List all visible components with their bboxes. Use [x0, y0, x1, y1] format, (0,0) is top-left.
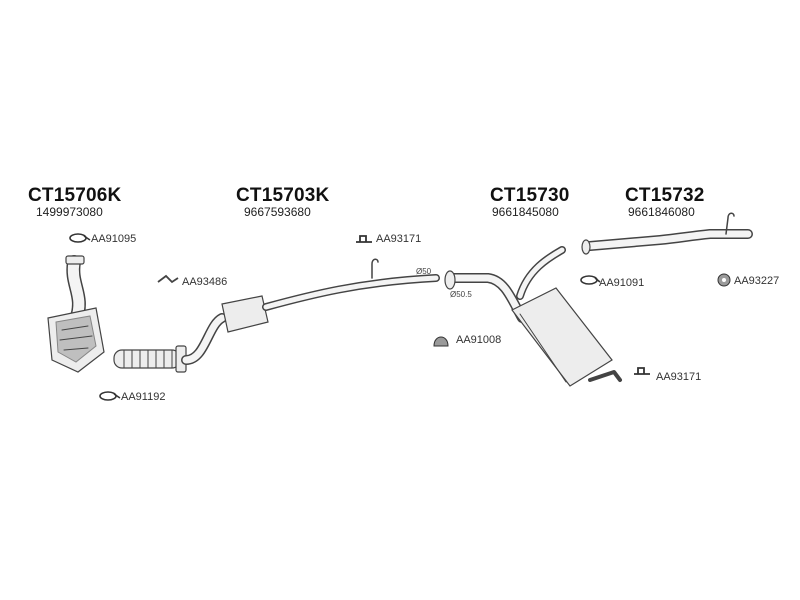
- clamp-icon: [69, 233, 91, 243]
- gasket-icon: [433, 336, 449, 347]
- hanger-icon: [634, 367, 650, 375]
- flex-pipe: [113, 345, 187, 373]
- middle-pipe: [181, 258, 440, 365]
- rear-muffler: [444, 246, 622, 387]
- bracket-icon: [157, 274, 179, 284]
- part-aa91095: AA91095: [91, 233, 137, 245]
- downpipe-assembly: [47, 255, 105, 373]
- group-oem-ct15730: 9661845080: [492, 205, 559, 219]
- diameter-50: Ø50: [416, 267, 432, 276]
- tailpipe: [581, 212, 753, 255]
- part-aa91091: AA91091: [599, 277, 645, 289]
- part-aa93486: AA93486: [182, 276, 228, 288]
- group-oem-ct15703k: 9667593680: [244, 205, 311, 219]
- hanger-icon: [356, 235, 372, 243]
- group-oem-ct15706k: 1499973080: [36, 205, 103, 219]
- clamp-icon: [99, 391, 121, 401]
- part-aa91008: AA91008: [456, 334, 502, 346]
- part-aa93227: AA93227: [734, 275, 780, 287]
- part-aa91192: AA91192: [121, 391, 166, 403]
- group-code-ct15730: CT15730: [490, 185, 570, 206]
- group-code-ct15703k: CT15703K: [236, 185, 330, 206]
- diameter-50-5: Ø50.5: [450, 290, 472, 299]
- rubber-mount-icon: [717, 273, 731, 287]
- group-code-ct15706k: CT15706K: [28, 185, 122, 206]
- group-oem-ct15732: 9661846080: [628, 205, 695, 219]
- group-code-ct15732: CT15732: [625, 185, 705, 206]
- part-aa93171-bottom: AA93171: [656, 371, 702, 383]
- clamp-icon: [580, 275, 601, 285]
- part-aa93171-top: AA93171: [376, 233, 422, 245]
